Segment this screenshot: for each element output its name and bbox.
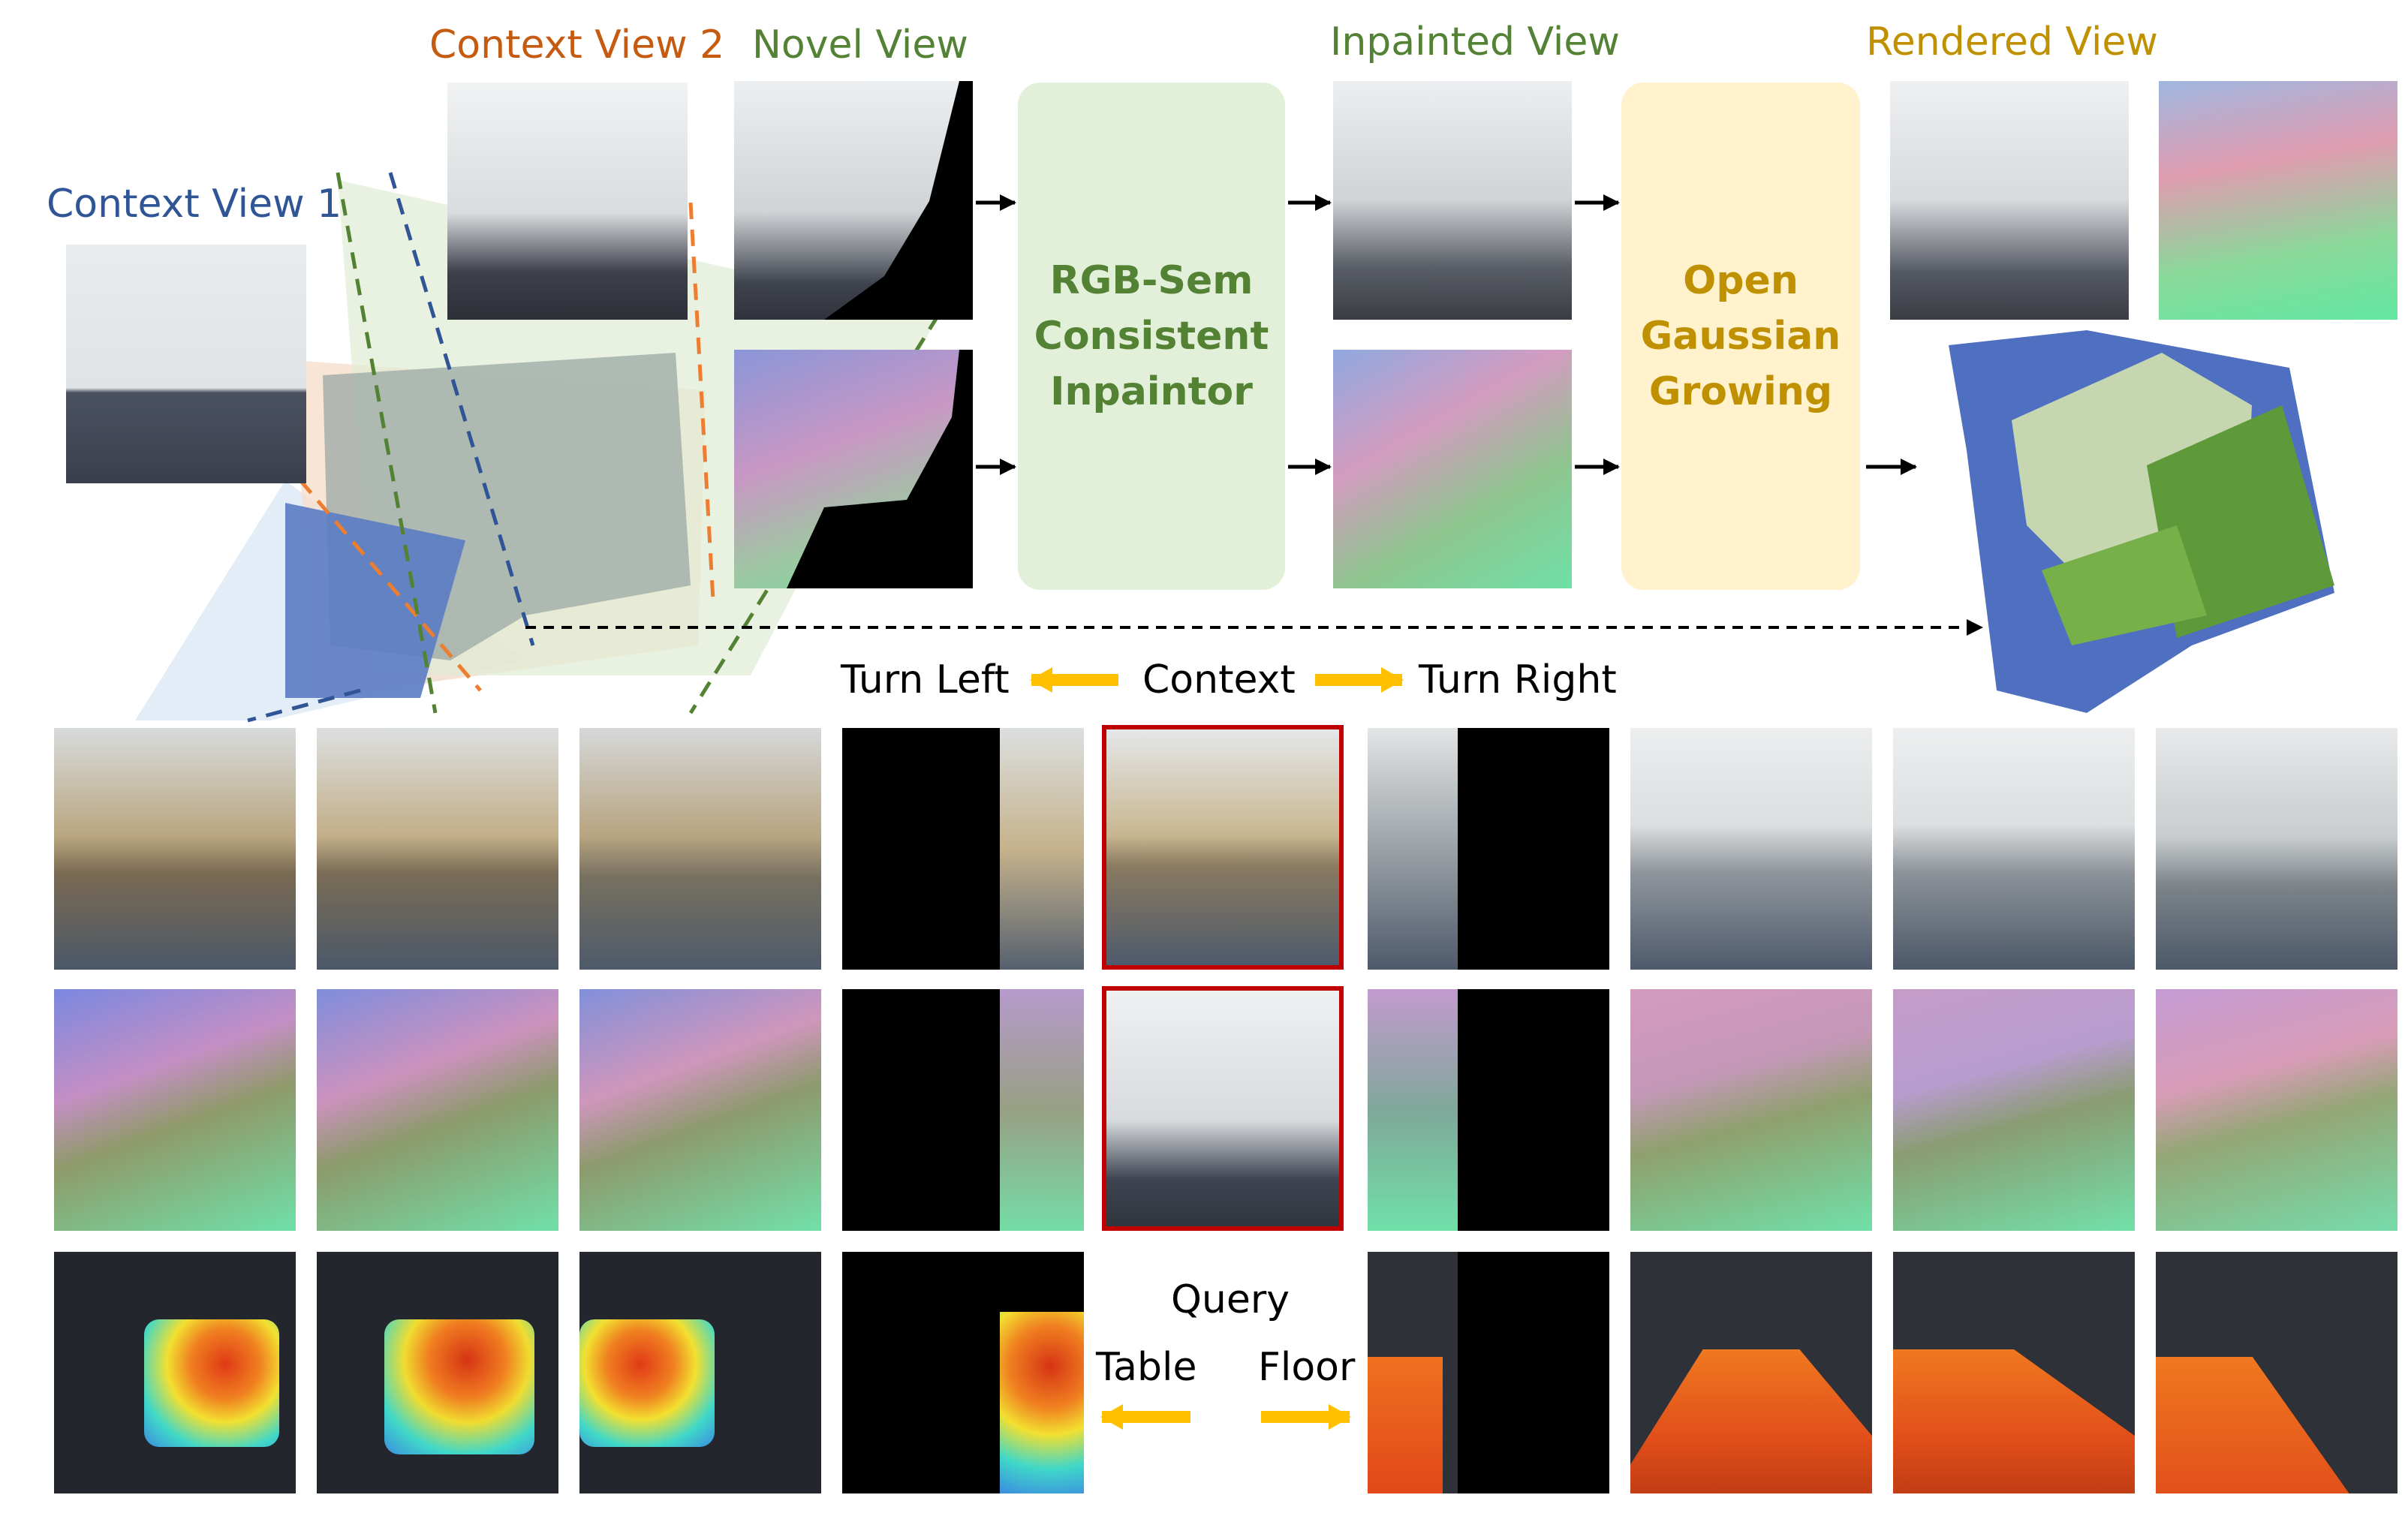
context-view-1-label: Context View 1 [47, 182, 342, 227]
turn-left-label: Turn Left [841, 657, 1010, 702]
novel-view-rgb-hole [824, 81, 973, 320]
rgb-frame-1 [54, 728, 296, 970]
rgb-frame-9 [2156, 728, 2397, 970]
inpainted-view-rgb-image [1333, 81, 1572, 320]
rgb-frame-4-visible [1000, 728, 1084, 970]
rgb-frame-7 [1630, 728, 1872, 970]
view-1-boundary [247, 688, 361, 723]
sem-frame-6 [1368, 989, 1609, 1231]
turn-right-label: Turn Right [1419, 657, 1617, 702]
context-view-1-image [66, 245, 306, 483]
rendered-view-rgb-image [1890, 81, 2129, 320]
growing-line-1: Open [1683, 258, 1798, 303]
sem-frame-9 [2156, 989, 2397, 1231]
novel-view-boundary [688, 314, 941, 714]
sem-frame-1 [54, 989, 296, 1231]
table-heatmap-4 [1000, 1312, 1084, 1493]
growing-line-2: Gaussian [1640, 314, 1841, 359]
query-frame-3 [579, 1252, 821, 1493]
view-2-boundary [299, 479, 482, 692]
query-frame-1 [54, 1252, 296, 1493]
rgb-frame-2 [317, 728, 558, 970]
rgb-sem-consistent-inpaintor-block: RGB-Sem Consistent Inpaintor [1018, 83, 1285, 590]
view-2-boundary [688, 202, 715, 601]
context-view-2-image [447, 83, 688, 320]
floor-heatmap-7 [1630, 1349, 1872, 1493]
inpaintor-line-2: Consistent [1034, 314, 1269, 359]
sem-frame-8 [1893, 989, 2135, 1231]
query-frame-2 [317, 1252, 558, 1493]
sem-frame-4 [842, 989, 1084, 1231]
inpaintor-line-1: RGB-Sem [1049, 258, 1254, 303]
table-heatmap-3 [579, 1319, 715, 1447]
novel-view-semantic-hole [787, 350, 973, 588]
inpaintor-line-3: Inpaintor [1050, 369, 1253, 414]
floor-heatmap-8 [1893, 1349, 2135, 1493]
view-1-boundary [388, 172, 535, 646]
context-rgb-frame-2 [1102, 986, 1344, 1231]
sem-frame-4-visible [1000, 989, 1084, 1231]
query-label: Query [1171, 1277, 1290, 1322]
sem-frame-6-visible [1368, 989, 1458, 1231]
context-rgb-frame [1102, 725, 1344, 970]
query-frame-9 [2156, 1252, 2397, 1493]
table-heatmap-1 [144, 1319, 279, 1447]
open-gaussian-growing-block: Open Gaussian Growing [1621, 83, 1860, 590]
novel-view-label: Novel View [752, 23, 968, 68]
rgb-frame-3 [579, 728, 821, 970]
rgb-frame-6-visible [1368, 728, 1458, 970]
novel-view-semantic-image [734, 350, 973, 588]
floor-heatmap-6 [1368, 1357, 1443, 1493]
floor-label: Floor [1258, 1345, 1356, 1390]
query-frame-4 [842, 1252, 1084, 1493]
sem-frame-7 [1630, 989, 1872, 1231]
rendered-view-semantic-image [2159, 81, 2397, 320]
table-label: Table [1096, 1345, 1197, 1390]
sem-frame-2 [317, 989, 558, 1231]
rendered-view-label: Rendered View [1866, 20, 2158, 65]
sem-frame-3 [579, 989, 821, 1231]
floor-point-cloud [285, 503, 465, 698]
context-view-2-label: Context View 2 [429, 23, 725, 68]
rgb-frame-8 [1893, 728, 2135, 970]
query-frame-6 [1368, 1252, 1609, 1493]
rgb-frame-6 [1368, 728, 1609, 970]
context-label: Context [1142, 657, 1296, 702]
novel-view-rgb-image [734, 81, 973, 320]
growing-line-3: Growing [1648, 369, 1833, 414]
query-frame-7 [1630, 1252, 1872, 1493]
novel-view-boundary [336, 172, 438, 714]
floor-heatmap-9 [2156, 1357, 2349, 1493]
table-heatmap-2 [384, 1319, 534, 1454]
query-frame-8 [1893, 1252, 2135, 1493]
rgb-frame-4 [842, 728, 1084, 970]
inpainted-view-semantic-image [1333, 350, 1572, 588]
inpainted-view-label: Inpainted View [1330, 20, 1620, 65]
